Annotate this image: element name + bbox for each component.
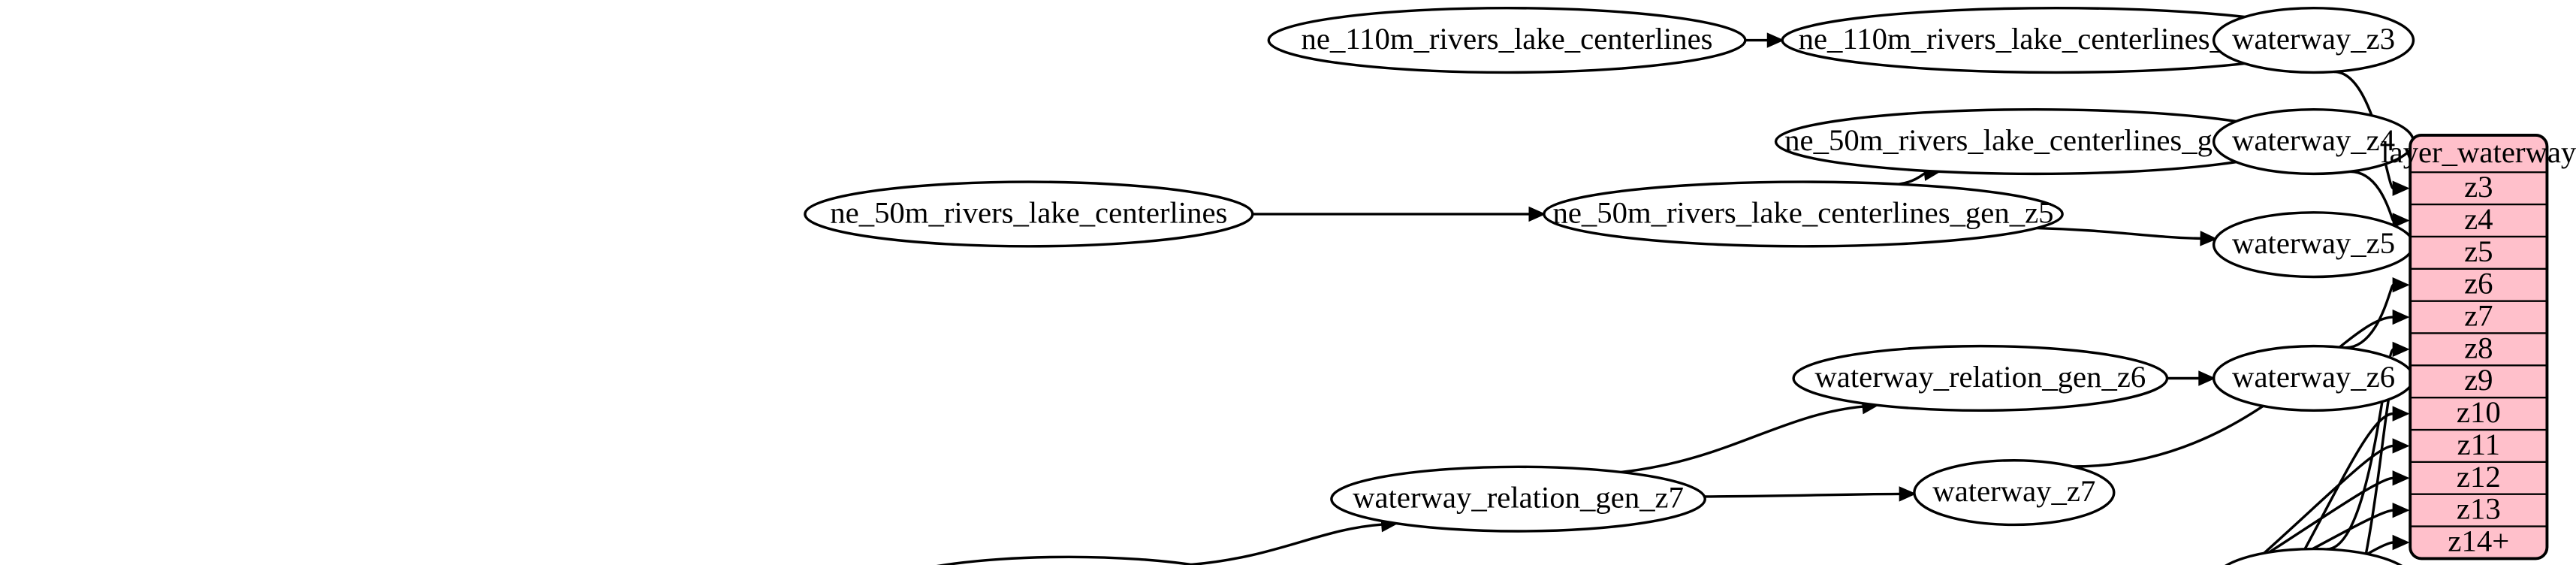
edge-waterway_z11-to-layer_waterway-z11 (2249, 444, 2394, 565)
edge-waterway_relation_gen_z7-to-waterway_z7 (1704, 492, 1900, 498)
edge-arrowhead (1766, 32, 1784, 48)
graph-node-waterway_z7[interactable]: waterway_z7 (1913, 459, 2116, 527)
edge-waterway_z4-to-layer_waterway-z4 (2350, 170, 2395, 222)
node-shape (2212, 344, 2415, 412)
graph-node-waterway_z4[interactable]: waterway_z4 (2212, 107, 2415, 176)
record-node-layer: layer_waterwayz3z4z5z6z7z8z9z10z11z12z13… (2381, 134, 2576, 560)
node-shape (2212, 211, 2415, 279)
edge-arrowhead (2392, 341, 2410, 358)
edge-waterway_relation_gen_z8-to-waterway_relation_gen_z7 (1190, 523, 1383, 565)
graph-node-waterway_z6[interactable]: waterway_z6 (2212, 344, 2415, 412)
edge-arrowhead (2392, 213, 2410, 228)
graph-node-ne_110m_rivers_lake_centerlines[interactable]: ne_110m_rivers_lake_centerlines (1267, 6, 1747, 74)
edge-waterway_z6-to-layer_waterway-z6 (2345, 283, 2395, 349)
edge-arrowhead (2392, 406, 2410, 421)
edge-arrowhead (1899, 486, 1917, 502)
graph-node-ne_50m_rivers_lake_centerlines_gen_z5[interactable]: ne_50m_rivers_lake_centerlines_gen_z5 (1543, 180, 2064, 248)
edge-arrowhead (2392, 438, 2410, 454)
edge-waterway_z13-to-layer_waterway-z13 (2280, 509, 2394, 565)
edge-waterway_z10-to-layer_waterway-z10 (2294, 412, 2394, 565)
graph-node-waterway_z8[interactable]: waterway_z8 (2214, 547, 2414, 565)
edge-arrowhead (2392, 534, 2410, 551)
node-shape (2212, 107, 2415, 176)
graph-node-waterway_relation_gen_z6[interactable]: waterway_relation_gen_z6 (1792, 344, 2169, 412)
graph-node-waterway_relation_gen_z7[interactable]: waterway_relation_gen_z7 (1330, 465, 1706, 533)
graph-node-ne_50m_rivers_lake_centerlines[interactable]: ne_50m_rivers_lake_centerlines (804, 180, 1254, 248)
node-shape (1543, 180, 2064, 248)
edge-ne_50m_rivers_lake_centerlines_gen_z5-to-waterway_z5 (2036, 226, 2201, 240)
node-shape (1330, 465, 1706, 533)
edge-ne_50m_rivers_lake_centerlines_gen_z5-to-ne_50m_rivers_lake_centerlines_gen_z4 (1899, 171, 1926, 186)
node-shape (2225, 547, 2403, 565)
node-shape (1913, 459, 2116, 527)
node-shape (1792, 344, 2169, 412)
edge-arrowhead (2392, 276, 2410, 293)
node-shape (804, 180, 1254, 248)
graph-node-waterway_z5[interactable]: waterway_z5 (2212, 211, 2415, 279)
graph-node-waterway_z3[interactable]: waterway_z3 (2212, 6, 2415, 74)
edge-arrowhead (2200, 231, 2218, 246)
edge-arrowhead (1528, 206, 1546, 222)
edge-waterway_relation_gen_z7-to-waterway_relation_gen_z6 (1621, 405, 1863, 474)
edge-waterway_z12-to-layer_waterway-z12 (2246, 476, 2394, 565)
edge-waterway_z14-to-layer_waterway-z14+ (2346, 541, 2394, 565)
record-node-outline (2409, 134, 2549, 560)
edge-arrowhead (2198, 370, 2216, 386)
graph-node-waterway_relation_gen_z8[interactable]: waterway_relation_gen_z8 (881, 555, 1258, 565)
edge-arrowhead (2392, 470, 2410, 486)
node-shape (936, 555, 1202, 565)
nodes-layer: imposm3osm_waterway_relationosm_waterway… (804, 6, 2415, 565)
node-shape (1267, 6, 1747, 74)
edge-arrowhead (2392, 180, 2410, 196)
edge-arrowhead (2392, 309, 2410, 325)
edge-arrowhead (2392, 502, 2410, 518)
node-shape (2212, 6, 2415, 74)
